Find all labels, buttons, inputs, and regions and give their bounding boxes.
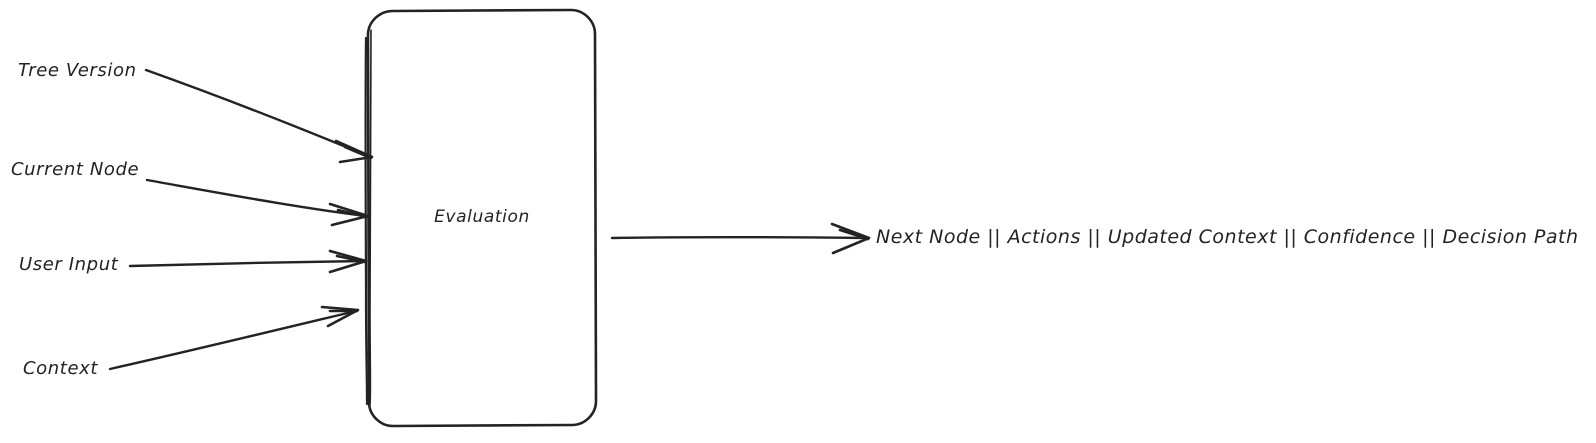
input-label-user-input: User Input — [19, 254, 119, 275]
input-label-tree-version: Tree Version — [18, 60, 137, 81]
edge-user-input — [128, 249, 368, 274]
edge-output — [610, 222, 871, 255]
edge-context — [108, 305, 360, 371]
input-label-current-node: Current Node — [11, 159, 140, 180]
edge-current-node — [145, 178, 370, 227]
evaluation-node-label: Evaluation — [434, 207, 530, 227]
output-label: Next Node || Actions || Updated Context … — [876, 226, 1579, 248]
evaluation-node-shape[interactable] — [364, 8, 598, 428]
edge-tree-version — [144, 68, 374, 164]
input-label-context: Context — [23, 358, 99, 379]
